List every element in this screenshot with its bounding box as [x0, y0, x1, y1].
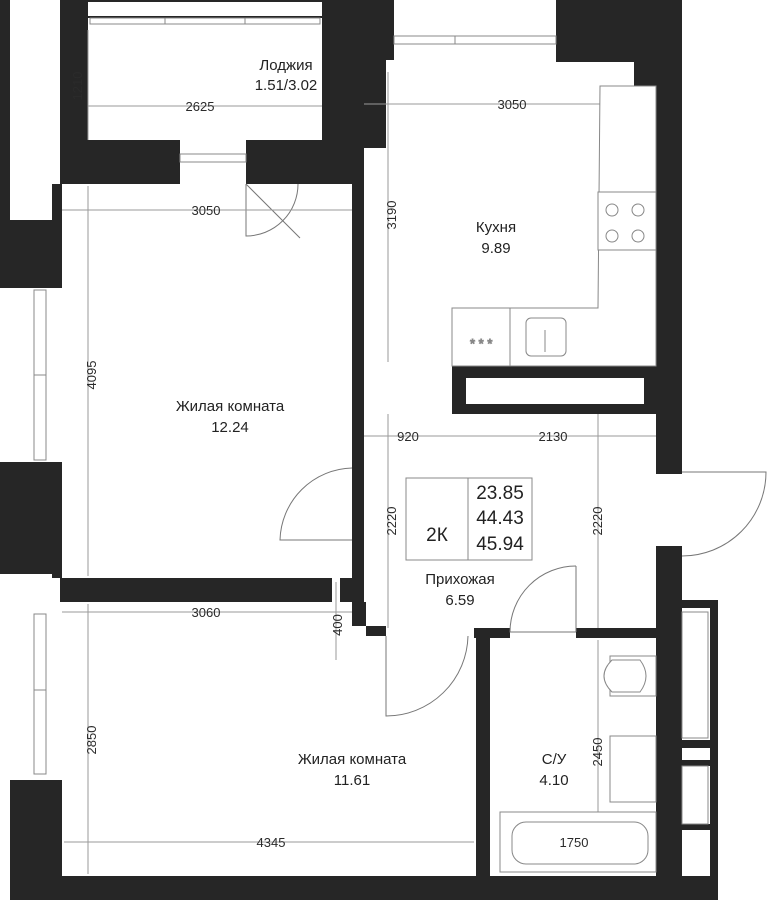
dim-hall-right-depth: 2220	[590, 507, 605, 536]
room-name-living1: Жилая комната	[176, 398, 285, 415]
dimension-labels: 1210 2625 3050 3190 3050 4095 920 2130 2…	[70, 72, 605, 850]
room-name-living2: Жилая комната	[298, 751, 407, 768]
dim-living2-bottom: 4345	[257, 835, 286, 850]
windows	[33, 17, 709, 825]
apartment-type: 2К	[426, 525, 448, 546]
dim-hall-right: 2130	[539, 429, 568, 444]
room-area-loggia: 1.51/3.02	[255, 77, 318, 94]
dim-living2-depth: 2850	[84, 726, 99, 755]
room-area-kitchen: 9.89	[481, 240, 510, 257]
room-name-loggia: Лоджия	[259, 57, 312, 74]
dim-hall-left-depth: 2220	[384, 507, 399, 536]
bath-fixtures	[499, 655, 657, 873]
dim-living1-width: 3050	[192, 203, 221, 218]
dim-hall-left: 920	[397, 429, 419, 444]
dim-loggia-width: 2625	[186, 99, 215, 114]
room-area-hall: 6.59	[445, 592, 474, 609]
dim-living1-depth: 4095	[84, 361, 99, 390]
room-name-hall: Прихожая	[425, 571, 495, 588]
summary-text: 2К 23.85 44.43 45.94	[426, 483, 524, 555]
living-area-total: 23.85	[476, 483, 524, 504]
kitchen-counter: * * *	[451, 85, 657, 367]
doors	[245, 183, 767, 717]
total-area: 44.43	[476, 508, 524, 529]
room-area-living1: 12.24	[211, 419, 249, 436]
summary-box	[405, 477, 533, 561]
room-name-kitchen: Кухня	[476, 219, 516, 236]
room-area-bath: 4.10	[539, 772, 568, 789]
dim-loggia-depth: 1210	[70, 72, 85, 101]
room-labels: Лоджия 1.51/3.02 Кухня 9.89 Жилая комнат…	[176, 57, 569, 789]
room-area-living2: 11.61	[334, 772, 370, 789]
total-area-with-loggia: 45.94	[476, 534, 524, 555]
dim-bath-width: 1750	[560, 835, 589, 850]
dim-bath-depth: 2450	[590, 738, 605, 767]
dim-kitchen-width: 3050	[498, 97, 527, 112]
walls	[0, 0, 718, 900]
dim-kitchen-depth: 3190	[384, 201, 399, 230]
dim-wall-gap: 400	[330, 614, 345, 636]
room-name-bath: С/У	[542, 751, 567, 768]
dim-living2-width: 3060	[192, 605, 221, 620]
svg-text:* * *: * * *	[470, 336, 492, 351]
